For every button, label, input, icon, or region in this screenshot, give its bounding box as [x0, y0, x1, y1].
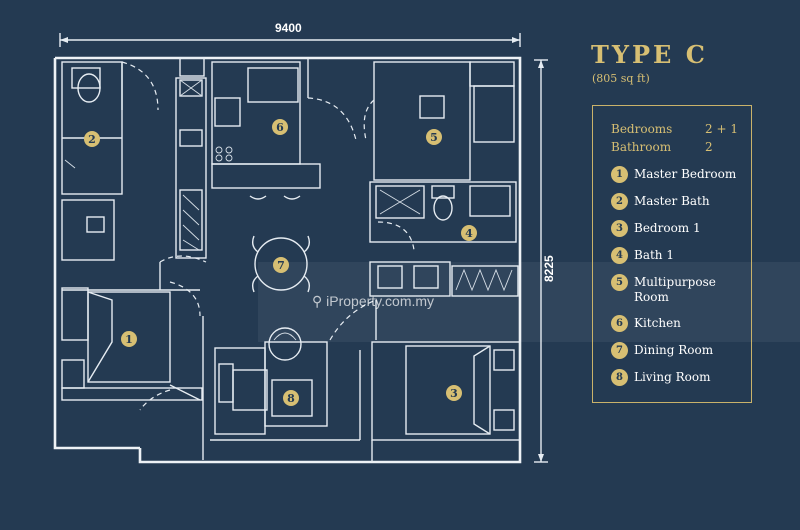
legend-number: 1 — [611, 166, 628, 183]
legend-room-name: Living Room — [634, 370, 711, 384]
watermark-text: iProperty.com.my — [326, 293, 435, 309]
legend-room-name: Kitchen — [634, 316, 681, 330]
legend-number: 6 — [611, 315, 628, 332]
room-badge-8: 8 — [283, 390, 299, 406]
legend-room-name: Master Bedroom — [634, 167, 737, 181]
plan-area: (805 sq ft) — [592, 72, 650, 85]
svg-text:5: 5 — [430, 131, 438, 144]
room-badge-2: 2 — [84, 131, 100, 147]
legend-room-name: Master Bath — [634, 194, 710, 208]
legend-room-name: Bedroom 1 — [634, 221, 701, 235]
legend-panel: Bedrooms 2 + 1 Bathroom 2 1 Master Bedro… — [592, 105, 752, 403]
room-badge-6: 6 — [272, 119, 288, 135]
spec-bathroom: Bathroom 2 — [611, 140, 713, 154]
room-badge-4: 4 — [461, 225, 477, 241]
height-label: 8225 — [542, 255, 556, 282]
legend-room-name: Multipurpose Room — [634, 275, 716, 304]
width-dimension: 9400 — [59, 21, 521, 47]
legend-number: 2 — [611, 193, 628, 210]
svg-text:1: 1 — [125, 333, 133, 346]
watermark: ⚲ iProperty.com.my — [312, 293, 435, 309]
room-badge-5: 5 — [426, 129, 442, 145]
svg-text:4: 4 — [465, 227, 473, 240]
legend-room-name: Bath 1 — [634, 248, 674, 262]
legend-number: 7 — [611, 342, 628, 359]
room-badge-7: 7 — [273, 257, 289, 273]
svg-text:8: 8 — [287, 392, 295, 405]
legend-number: 5 — [611, 274, 628, 291]
plan-title: TYPE C — [591, 40, 708, 69]
spec-bedrooms: Bedrooms 2 + 1 — [611, 122, 738, 136]
height-dimension: 8225 — [534, 59, 556, 463]
width-label: 9400 — [275, 21, 302, 35]
legend-number: 3 — [611, 220, 628, 237]
walls — [53, 56, 522, 464]
spec-value: 2 — [705, 140, 713, 154]
room-badge-1: 1 — [121, 331, 137, 347]
room-badge-3: 3 — [446, 385, 462, 401]
legend-number: 4 — [611, 247, 628, 264]
svg-text:7: 7 — [277, 259, 285, 272]
spec-label: Bathroom — [611, 140, 672, 154]
legend-room-name: Dining Room — [634, 343, 714, 357]
svg-text:3: 3 — [450, 387, 458, 400]
svg-text:6: 6 — [276, 121, 284, 134]
spec-value: 2 + 1 — [705, 122, 738, 136]
legend-number: 8 — [611, 369, 628, 386]
svg-text:2: 2 — [88, 133, 96, 146]
spec-label: Bedrooms — [611, 122, 673, 136]
watermark-band — [258, 262, 800, 342]
